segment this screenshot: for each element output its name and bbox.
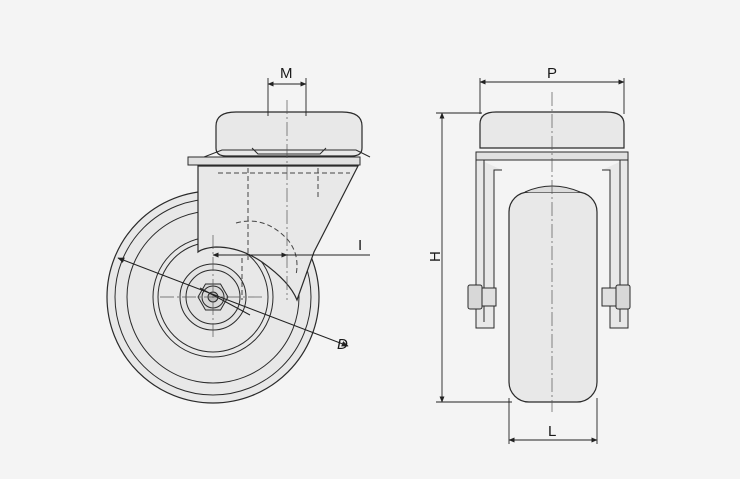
front-head-cap — [479, 111, 625, 149]
diameter-leader — [199, 287, 251, 316]
label-l: L — [548, 423, 556, 440]
axle-bolt-right — [601, 287, 617, 307]
fork-leg-left — [475, 158, 502, 329]
swivel-head-cap — [215, 111, 363, 157]
front-wheel-hub-top — [524, 185, 581, 193]
side-view — [106, 100, 371, 404]
axle-bolt-left — [481, 287, 497, 307]
label-h: H — [427, 251, 444, 262]
diameter-line — [117, 257, 349, 347]
axle-bolt-head-left — [467, 284, 483, 310]
axle-nut-right — [615, 284, 631, 310]
label-m: M — [280, 65, 293, 82]
front-wheel — [508, 191, 598, 403]
swivel-head-inner — [251, 147, 327, 155]
swivel-ring — [203, 149, 371, 158]
label-p: P — [547, 65, 557, 82]
label-i: I — [358, 237, 362, 254]
label-d: D — [337, 336, 348, 353]
front-view — [467, 92, 631, 412]
side-dimensions — [212, 78, 370, 258]
front-dimensions — [436, 78, 625, 444]
mounting-plate — [187, 156, 361, 166]
